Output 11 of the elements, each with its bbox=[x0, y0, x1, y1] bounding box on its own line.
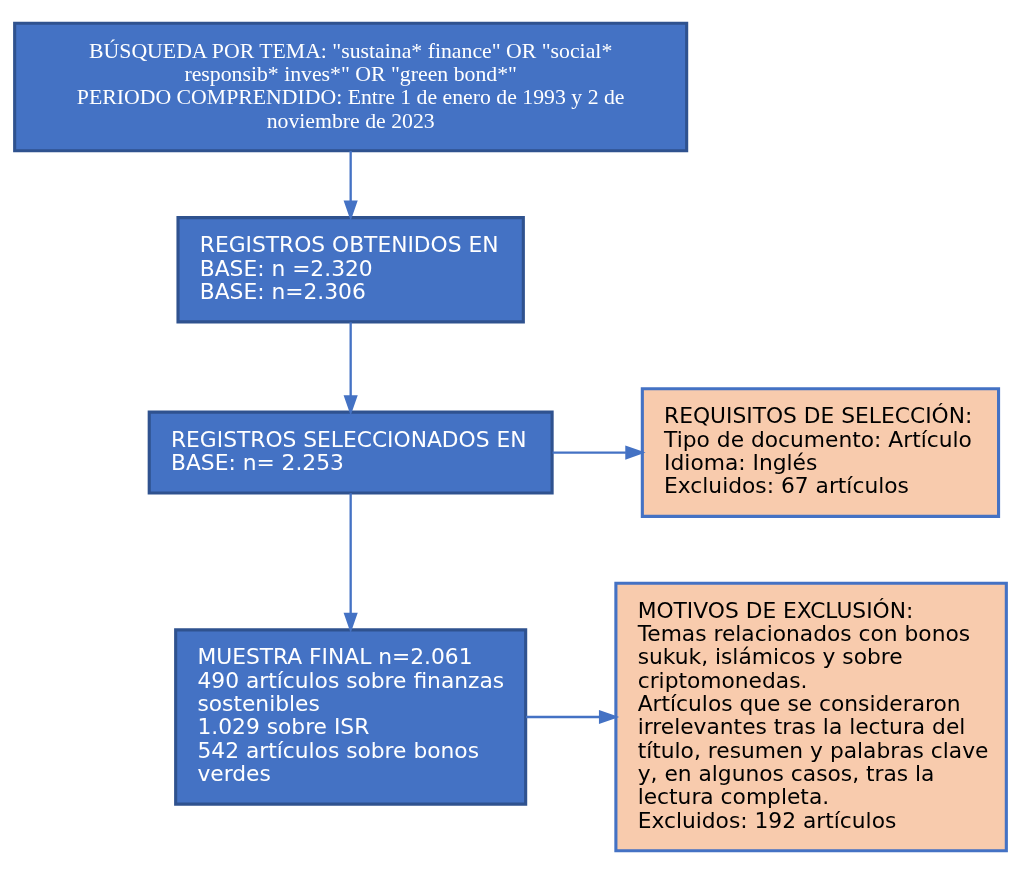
arrow bbox=[552, 444, 646, 460]
arrow bbox=[343, 150, 358, 221]
node-box: BÚSQUEDA POR TEMA: "sustaina* finance" OR "social* responsib* inves*" OR "green bond*" PERIODO COMPRENDIDO: Entre 1 de enero de 1993 y 2 de noviembre de 2023 bbox=[13, 21, 689, 152]
arrow bbox=[343, 321, 358, 415]
arrow bbox=[526, 709, 620, 724]
node-box: REGISTROS SELECCIONADOS EN BASE: n= 2.253 bbox=[147, 410, 554, 495]
node-box: REQUISITOS DE SELECCIÓN: Tipo de documento: Artículo Idioma: Inglés Excluidos: 67 artículos bbox=[640, 386, 1001, 518]
node-box: REGISTROS OBTENIDOS EN BASE: n =2.320 BASE: n=2.306 bbox=[176, 215, 525, 323]
node-box: MOTIVOS DE EXCLUSIÓN: Temas relacionados con bonos sukuk, islámicos y sobre criptomonedas. Artículos que se consideraron irrelevantes tras la lectura del título, resumen y palabras clave y, en algunos casos, tras la lectura completa. Excluidos: 192 artículos bbox=[614, 581, 1008, 852]
node-box: MUESTRA FINAL n=2.061 490 artículos sobre finanzas sostenibles 1.029 sobre ISR 542 artículos sobre bonos verdes bbox=[174, 627, 528, 806]
arrow bbox=[343, 492, 358, 633]
